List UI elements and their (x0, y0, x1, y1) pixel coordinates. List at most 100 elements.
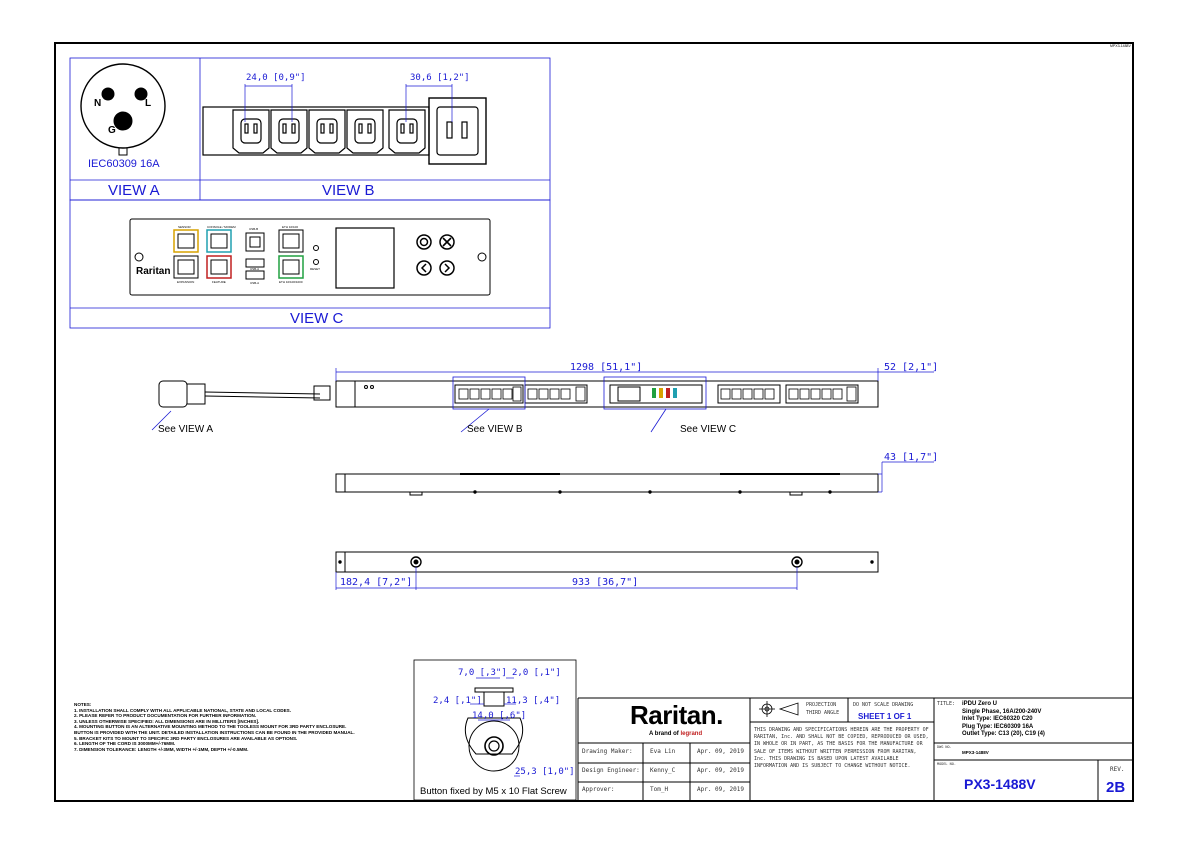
dwg-no: MPX3-1488V (962, 750, 989, 755)
do-not-scale-label: DO NOT SCALE DRAWING (853, 702, 914, 708)
note-line: 1. INSTALLATION SHALL COMPLY WITH ALL AP… (74, 707, 292, 713)
view-a-title: VIEW A (108, 182, 160, 199)
port-eth2-label: ETH 10/100/1000 (279, 280, 303, 284)
row-date: Apr. 09, 2019 (697, 748, 744, 755)
plug-face-view-a (80, 63, 166, 156)
model-no: PX3-1488V (964, 776, 1036, 792)
sheet-label: SHEET 1 OF 1 (858, 712, 912, 721)
view-b-title: VIEW B (322, 182, 375, 199)
dim-detail-7: 7,0 [,3"] (458, 668, 507, 678)
third-angle-symbol (759, 701, 799, 717)
callout-view-c: See VIEW C (680, 424, 737, 435)
note-line: BUTTON IS PROVIDED WITH THE UNIT. DETAIL… (74, 729, 355, 735)
corner-tag: MPX3-1488V (1110, 44, 1131, 48)
drawing-sheet (54, 42, 1134, 802)
callout-view-b: See VIEW B (467, 424, 523, 435)
port-feature-label: FEATURE (212, 280, 226, 284)
row-name: Kenny_C (650, 767, 676, 774)
brand-logo-text: Raritan (136, 266, 171, 277)
mounting-button-detail (464, 687, 524, 772)
dim-outlet-pitch: 24,0 [0,9"] (246, 73, 306, 83)
title-line: iPDU Zero U (962, 701, 998, 707)
title-line: Single Phase, 16A/200-240V (962, 708, 1042, 715)
view-c-title: VIEW C (290, 310, 344, 327)
title-line: Plug Type: IEC60309 16A (962, 723, 1034, 730)
row-role: Design Engineer: (582, 767, 640, 774)
notes-heading: NOTES: (74, 702, 92, 707)
dim-detail-25-3: 25,3 [1,0"] (515, 767, 575, 777)
detail-caption: Button fixed by M5 x 10 Flat Screw (420, 786, 567, 797)
port-eth-label: ETH 10/100 (282, 225, 299, 229)
port-console-label: CONSOLE / MODEM (207, 225, 236, 229)
pdu-side-view (335, 473, 879, 496)
title-line: Inlet Type: IEC60320 C20 (962, 716, 1033, 723)
dim-depth: 43 [1,7"] (884, 452, 939, 463)
raritan-logo: Raritan. (630, 700, 723, 730)
power-cord (158, 380, 331, 408)
dim-width: 52 [2,1"] (884, 362, 939, 373)
logo-subline: A brand of legrand (649, 731, 702, 737)
notes-block: NOTES: 1. INSTALLATION SHALL COMPLY WITH… (74, 702, 355, 752)
dim-c19-pitch: 30,6 [1,2"] (410, 73, 470, 83)
dim-button-offset: 182,4 [7,2"] (340, 577, 413, 588)
title-label: TITLE: (937, 701, 956, 707)
dim-detail-11-3: 11,3 [,4"] (506, 696, 561, 706)
dim-detail-2-4: 2,4 [,1"] (433, 696, 482, 706)
legrand-brand: legrand (680, 731, 703, 737)
model-no-label: MODEL NO. (937, 762, 956, 766)
row-name: Tom_H (650, 786, 669, 793)
dim-detail-14: 14,0 [,6"] (472, 711, 527, 721)
dim-detail-2: 2,0 [,1"] (512, 668, 561, 678)
c13-outlet (232, 109, 270, 154)
dwg-no-label: DWG NO. (937, 745, 952, 749)
view-frames (69, 57, 551, 329)
disclaimer: THIS DRAWING AND SPECIFICATIONS HEREIN A… (754, 727, 929, 770)
title-lines: iPDU Zero U Single Phase, 16A/200-240V I… (962, 701, 1045, 739)
c19-outlet (428, 97, 487, 165)
projection-label-1: PROJECTION (806, 702, 837, 708)
pdu-rear-view (335, 551, 879, 573)
row-role: Drawing Maker: (582, 748, 633, 755)
logo-sub-prefix: A brand of (649, 731, 679, 737)
dimensions-side (878, 461, 934, 493)
row-name: Eva Lin (650, 748, 676, 755)
pin-n-label: N (94, 98, 102, 109)
dimensions-view-b (244, 84, 453, 122)
note-line: 5. BRACKET KITS TO MOUNT TO SPECIFIC 3RD… (74, 735, 298, 741)
pin-l-label: L (145, 98, 152, 109)
plug-type-label: IEC60309 16A (88, 158, 160, 170)
title-block-lines (577, 697, 1132, 800)
row-role: Approver: (582, 786, 615, 793)
c13-outlet (388, 109, 426, 154)
c13-outlet (346, 109, 384, 154)
title-line: Outlet Type: C13 (20), C19 (4) (962, 731, 1045, 738)
rev-value: 2B (1106, 779, 1126, 796)
row-date: Apr. 09, 2019 (697, 767, 744, 774)
note-line: 3. UNLESS OTHERWISE SPECIFIED: ALL DIMEN… (74, 718, 260, 724)
note-line: 7. DIMENSION TOLERANCE: LENGTH +/-3MM, W… (74, 746, 249, 752)
dimensions-rear (335, 567, 798, 590)
port-sensor-label: SENSOR (178, 225, 191, 229)
note-line: 4. MOUNTING BUTTON IS AN ALTERNATIVE MOU… (74, 724, 347, 730)
pin-g-label: G (108, 125, 116, 136)
status-leds (652, 388, 677, 398)
dimensions-front (335, 368, 934, 381)
callout-view-a: See VIEW A (158, 424, 214, 435)
port-usb-b-label: USB-B (249, 227, 259, 231)
port-usb-a1-label: USB-A (250, 267, 260, 271)
reset-label: RESET (310, 267, 321, 271)
rev-label: REV. (1110, 766, 1125, 773)
row-date: Apr. 09, 2019 (697, 786, 744, 793)
c13-outlet (308, 109, 346, 154)
port-expansion-label: EXPANSION (177, 280, 195, 284)
callout-boxes (151, 376, 707, 433)
c13-outlet (270, 109, 308, 154)
detail-frame (413, 659, 577, 801)
outlet-strip-view-b (202, 97, 487, 165)
pdu-front-view (335, 380, 879, 408)
dimensions-detail (470, 677, 520, 777)
projection-label-2: THIRD ANGLE (806, 710, 840, 716)
dim-button-spacing: 933 [36,7"] (572, 577, 639, 588)
note-line: 2. PLEASE REFER TO PRODUCT DOCUMENTATION… (74, 713, 257, 719)
